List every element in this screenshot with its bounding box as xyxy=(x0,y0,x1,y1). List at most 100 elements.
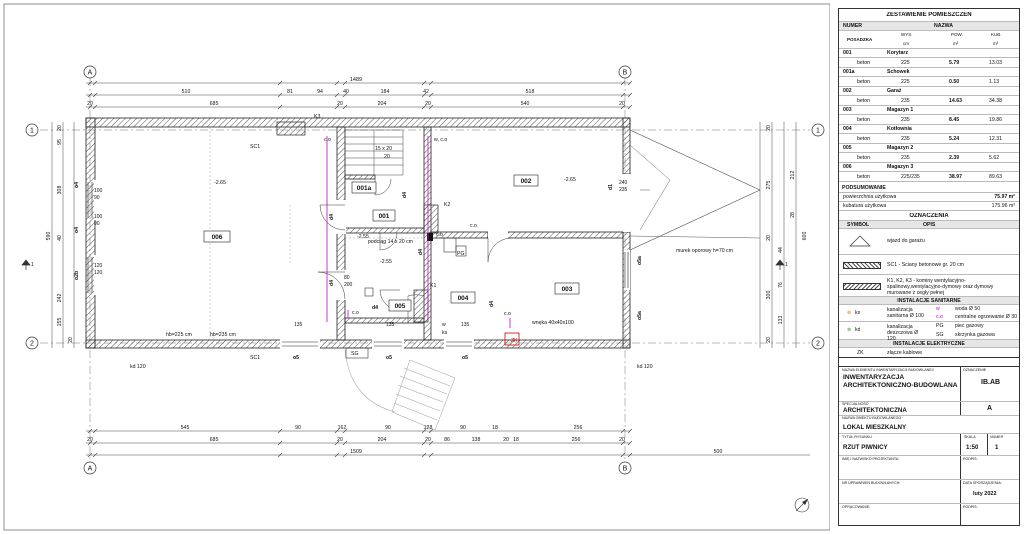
dim-top2: 184 xyxy=(381,89,390,95)
room-row: 006 Magazyn 3 xyxy=(839,163,1019,172)
legend-title: OZNACZENIA xyxy=(839,211,1019,221)
dim-bot1: 18 xyxy=(492,425,498,431)
dimension-tick xyxy=(87,452,93,458)
tag-o5: o5 xyxy=(293,355,299,361)
dim-bot1: 545 xyxy=(181,425,190,431)
dim-right: 44 xyxy=(778,247,784,253)
dim-top2: 510 xyxy=(182,89,191,95)
dim-right: 300 xyxy=(766,291,772,300)
dim-left: 155 xyxy=(57,318,63,327)
dim-left: 20 xyxy=(57,125,63,131)
dimension-tick xyxy=(342,92,348,98)
note-240: 240 xyxy=(619,180,628,186)
dimension-tick xyxy=(277,428,283,434)
legend-chimney-row: K1, K2, K3 - kominy wentylacyjno-spalino… xyxy=(839,275,1019,297)
concrete-wall-icon xyxy=(843,262,881,269)
titleblock-spec: SPECJALNOŚĆ: ARCHITEKTONICZNA A xyxy=(839,402,1019,416)
note-level: -2.65 xyxy=(214,180,226,186)
dim-bot2: 20 xyxy=(503,437,509,443)
room-height: 225/235 xyxy=(901,174,920,180)
summary-title: PODSUMOWANIE xyxy=(839,184,1019,193)
dim-top2: 94 xyxy=(317,89,323,95)
note-stairs-20: 20 xyxy=(384,154,390,160)
note-wco: w, c.o xyxy=(434,137,447,143)
note-level: -2.55 xyxy=(380,259,392,265)
dimension-tick xyxy=(620,92,626,98)
dimension-tick xyxy=(421,440,427,446)
room-floor: beton xyxy=(857,117,870,123)
garage-entry-icon xyxy=(849,235,871,247)
room-floor: beton xyxy=(857,60,870,66)
room-number: 003 xyxy=(843,107,852,113)
dimension-tick xyxy=(421,92,427,98)
dimension-tick xyxy=(627,92,633,98)
dim-left: 95 xyxy=(57,139,63,145)
note-level: -2.65 xyxy=(564,177,576,183)
room-height: 225 xyxy=(901,79,910,85)
dim-top3: 20 xyxy=(425,101,431,107)
note-120: 120 xyxy=(94,270,103,276)
room-volume: 89.63 xyxy=(989,174,1002,180)
axis-label-a-bottom: A xyxy=(88,466,93,473)
room-name: Magazyn 3 xyxy=(887,164,914,170)
titleblock-drawing: TYTUŁ RYSUNKU RZUT PIWNICY SKALA 1:50 NU… xyxy=(839,434,1019,456)
dimension-tick xyxy=(627,80,633,86)
dim-left: 40 xyxy=(57,235,63,241)
note-100: 100 xyxy=(94,214,103,220)
room-number: 006 xyxy=(843,164,852,170)
tag-d4: d4 xyxy=(418,249,424,255)
room-number: 002 xyxy=(843,88,852,94)
room-volume: 1.13 xyxy=(989,79,1000,85)
dim-bot2: 204 xyxy=(378,437,387,443)
note-zk: ZK xyxy=(511,338,518,344)
ks-symbol-icon: ⊗ xyxy=(847,310,852,316)
dim-bot1: 128 xyxy=(424,425,433,431)
legend-kd-row: ⊗ kd kanalizacja deszczowa Ø 120 PG piec… xyxy=(839,322,1019,342)
note-sc1: SC1 xyxy=(250,355,260,361)
note-co: c.o xyxy=(504,311,511,317)
note-ks: ks xyxy=(442,330,448,336)
dimension-tick xyxy=(421,428,427,434)
dimension-tick xyxy=(277,80,283,86)
note-k2: K2 xyxy=(444,202,450,208)
room-volume: 19.86 xyxy=(989,117,1002,123)
dim-right: 28 xyxy=(790,212,796,218)
axis-label-2-left: 2 xyxy=(30,341,34,348)
legend-header: SYMBOL OPIS xyxy=(839,221,1019,229)
dim-top3: 20 xyxy=(619,101,625,107)
dim-bot2: 685 xyxy=(210,437,219,443)
dim-bot2: 20 xyxy=(87,437,93,443)
note-w: w xyxy=(442,322,446,328)
room-area: 2.39 xyxy=(949,155,960,161)
room-area: 0.50 xyxy=(949,79,960,85)
rooms-table-title: ZESTAWIENIE POMIESZCZEŃ xyxy=(839,9,1019,22)
note-pg: PG xyxy=(457,251,465,257)
room-height: 235 xyxy=(901,98,910,104)
schedule-panel: ZESTAWIENIE POMIESZCZEŃ NUMER NAZWA POSA… xyxy=(838,8,1020,526)
dim-right: 76 xyxy=(778,282,784,288)
dimension-tick xyxy=(334,104,340,110)
room-floor: beton xyxy=(857,136,870,142)
note-height: hb=225 cm xyxy=(166,332,192,338)
room-name: Korytarz xyxy=(887,50,909,56)
note-kd: kd 120 xyxy=(130,364,146,370)
dimension-tick xyxy=(87,104,93,110)
room-label-001a: 001a xyxy=(357,185,372,192)
dim-left: 20 xyxy=(68,337,74,343)
tag-o5a: o5a xyxy=(637,256,643,265)
dimension-tick xyxy=(620,104,626,110)
dim-left: 308 xyxy=(57,186,63,195)
axis-label-b-top: B xyxy=(623,70,628,77)
note-co: c.o xyxy=(470,223,477,229)
note-beam: podciąg 14 x 20 cm xyxy=(368,239,413,245)
dimension-tick xyxy=(342,440,348,446)
dimension-tick xyxy=(334,440,340,446)
dimension-tick xyxy=(421,104,427,110)
dimension-tick xyxy=(277,104,283,110)
dimension-tick xyxy=(428,428,434,434)
